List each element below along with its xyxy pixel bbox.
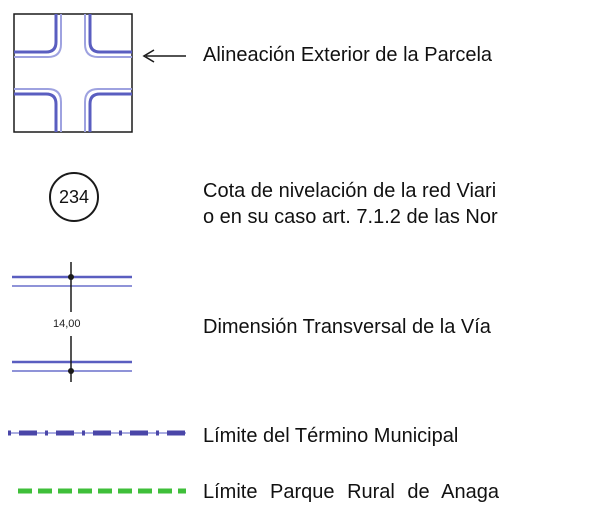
left-arrow-icon [142, 49, 186, 63]
label-elevation-line1: Cota de nivelación de la red Viari [203, 180, 497, 202]
label-parcel-alignment: Alineación Exterior de la Parcela [203, 44, 493, 66]
label-municipal-boundary: Límite del Término Municipal [203, 425, 459, 447]
elevation-value: 234 [58, 187, 90, 207]
dimension-value: 14,00 [53, 318, 81, 330]
parcel-alignment-icon [13, 13, 133, 133]
label-elevation-line2: o en su caso art. 7.1.2 de las Nor [203, 206, 498, 228]
elevation-circle-icon [49, 172, 99, 222]
label-road-dimension: Dimensión Transversal de la Vía [203, 316, 491, 338]
road-dimension-icon [12, 262, 132, 382]
label-park-boundary: Límite Parque Rural de Anaga [203, 481, 499, 503]
